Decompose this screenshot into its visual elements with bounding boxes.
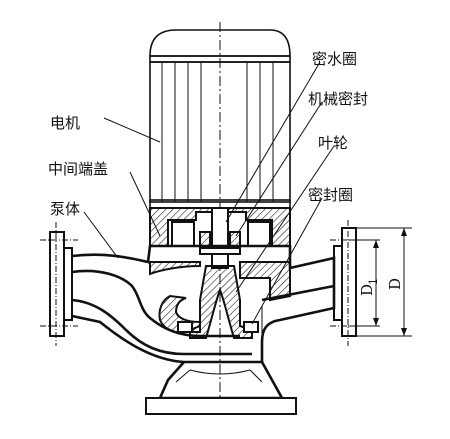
dimension-d1: D 1 <box>358 278 380 296</box>
dimension-d-label: D <box>386 278 404 290</box>
label-motor: 电机 <box>50 114 80 132</box>
label-pump-body: 泵体 <box>50 200 80 218</box>
middle-end-cover <box>149 207 291 269</box>
dimension-d: D <box>386 278 404 290</box>
motor <box>149 22 291 415</box>
dimension-d1-subscript: 1 <box>367 278 380 285</box>
label-seal-ring: 密封圈 <box>308 186 353 204</box>
leader-lines <box>83 61 335 325</box>
pump-body <box>49 227 357 415</box>
dimension-d1-label: D <box>358 284 376 296</box>
dimension-lines <box>348 227 412 337</box>
label-middle-end-cover: 中间端盖 <box>48 160 108 178</box>
label-water-seal-ring: 密水圈 <box>312 50 357 68</box>
labels: 电机 中间端盖 泵体 密水圈 机械密封 叶轮 密封圈 <box>48 50 368 218</box>
label-mechanical-seal: 机械密封 <box>308 90 368 108</box>
label-impeller: 叶轮 <box>318 134 348 152</box>
